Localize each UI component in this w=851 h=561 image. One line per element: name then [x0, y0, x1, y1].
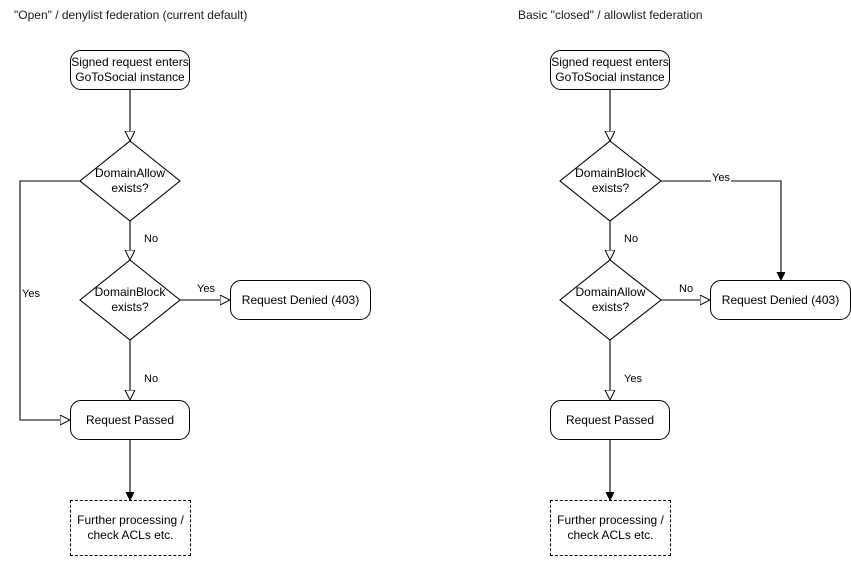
node-domainallow-check-open[interactable]: DomainAllow exists? — [80, 161, 180, 201]
edge-label-block-yes-open: Yes — [196, 283, 216, 296]
edge-label-allow-no-open: No — [143, 233, 160, 246]
edge-label-block-yes-closed: Yes — [711, 172, 731, 185]
node-request-passed-open[interactable]: Request Passed — [70, 400, 190, 440]
node-label: DomainAllow exists? — [94, 166, 166, 195]
edge-label-allow-yes-closed: Yes — [623, 373, 643, 386]
edges-open-denylist — [19, 90, 230, 500]
edge-label-block-no-closed: No — [623, 233, 640, 246]
diagram-title-open-denylist: "Open" / denylist federation (current de… — [14, 8, 248, 22]
node-label: Further processing / check ACLs etc. — [557, 513, 664, 542]
node-entry-closed[interactable]: Signed request enters GoToSocial instanc… — [550, 50, 670, 90]
edge-label-allow-no-closed: No — [678, 283, 695, 296]
node-further-processing-open[interactable]: Further processing / check ACLs etc. — [70, 500, 191, 556]
edge-label-block-no-open: No — [143, 373, 160, 386]
node-label: Signed request enters GoToSocial instanc… — [551, 55, 669, 84]
diagram-title-closed-allowlist: Basic "closed" / allowlist federation — [518, 8, 703, 22]
edge-allow-yes-to-passed — [19, 180, 80, 420]
node-label: DomainAllow exists? — [575, 285, 646, 314]
node-request-passed-closed[interactable]: Request Passed — [550, 400, 670, 440]
node-request-denied-closed[interactable]: Request Denied (403) — [710, 280, 851, 320]
edges-closed-allowlist — [559, 90, 781, 500]
node-further-processing-closed[interactable]: Further processing / check ACLs etc. — [550, 500, 671, 556]
edge-label-allow-yes-open: Yes — [21, 288, 41, 301]
node-label: Request Denied (403) — [241, 292, 360, 307]
node-label: Signed request enters GoToSocial instanc… — [71, 55, 189, 84]
node-label: Request Passed — [565, 412, 655, 427]
edge-block-yes-to-denied — [661, 180, 781, 280]
node-label: DomainBlock exists? — [94, 285, 166, 314]
node-request-denied-open[interactable]: Request Denied (403) — [230, 280, 371, 320]
node-domainblock-check-open[interactable]: DomainBlock exists? — [80, 280, 180, 320]
node-domainallow-check-closed[interactable]: DomainAllow exists? — [560, 280, 661, 320]
node-label: DomainBlock exists? — [575, 166, 646, 195]
node-label: Further processing / check ACLs etc. — [77, 513, 184, 542]
node-domainblock-check-closed[interactable]: DomainBlock exists? — [560, 161, 661, 201]
node-label: Request Passed — [85, 412, 175, 427]
node-entry-open[interactable]: Signed request enters GoToSocial instanc… — [70, 50, 190, 90]
node-label: Request Denied (403) — [721, 292, 840, 307]
